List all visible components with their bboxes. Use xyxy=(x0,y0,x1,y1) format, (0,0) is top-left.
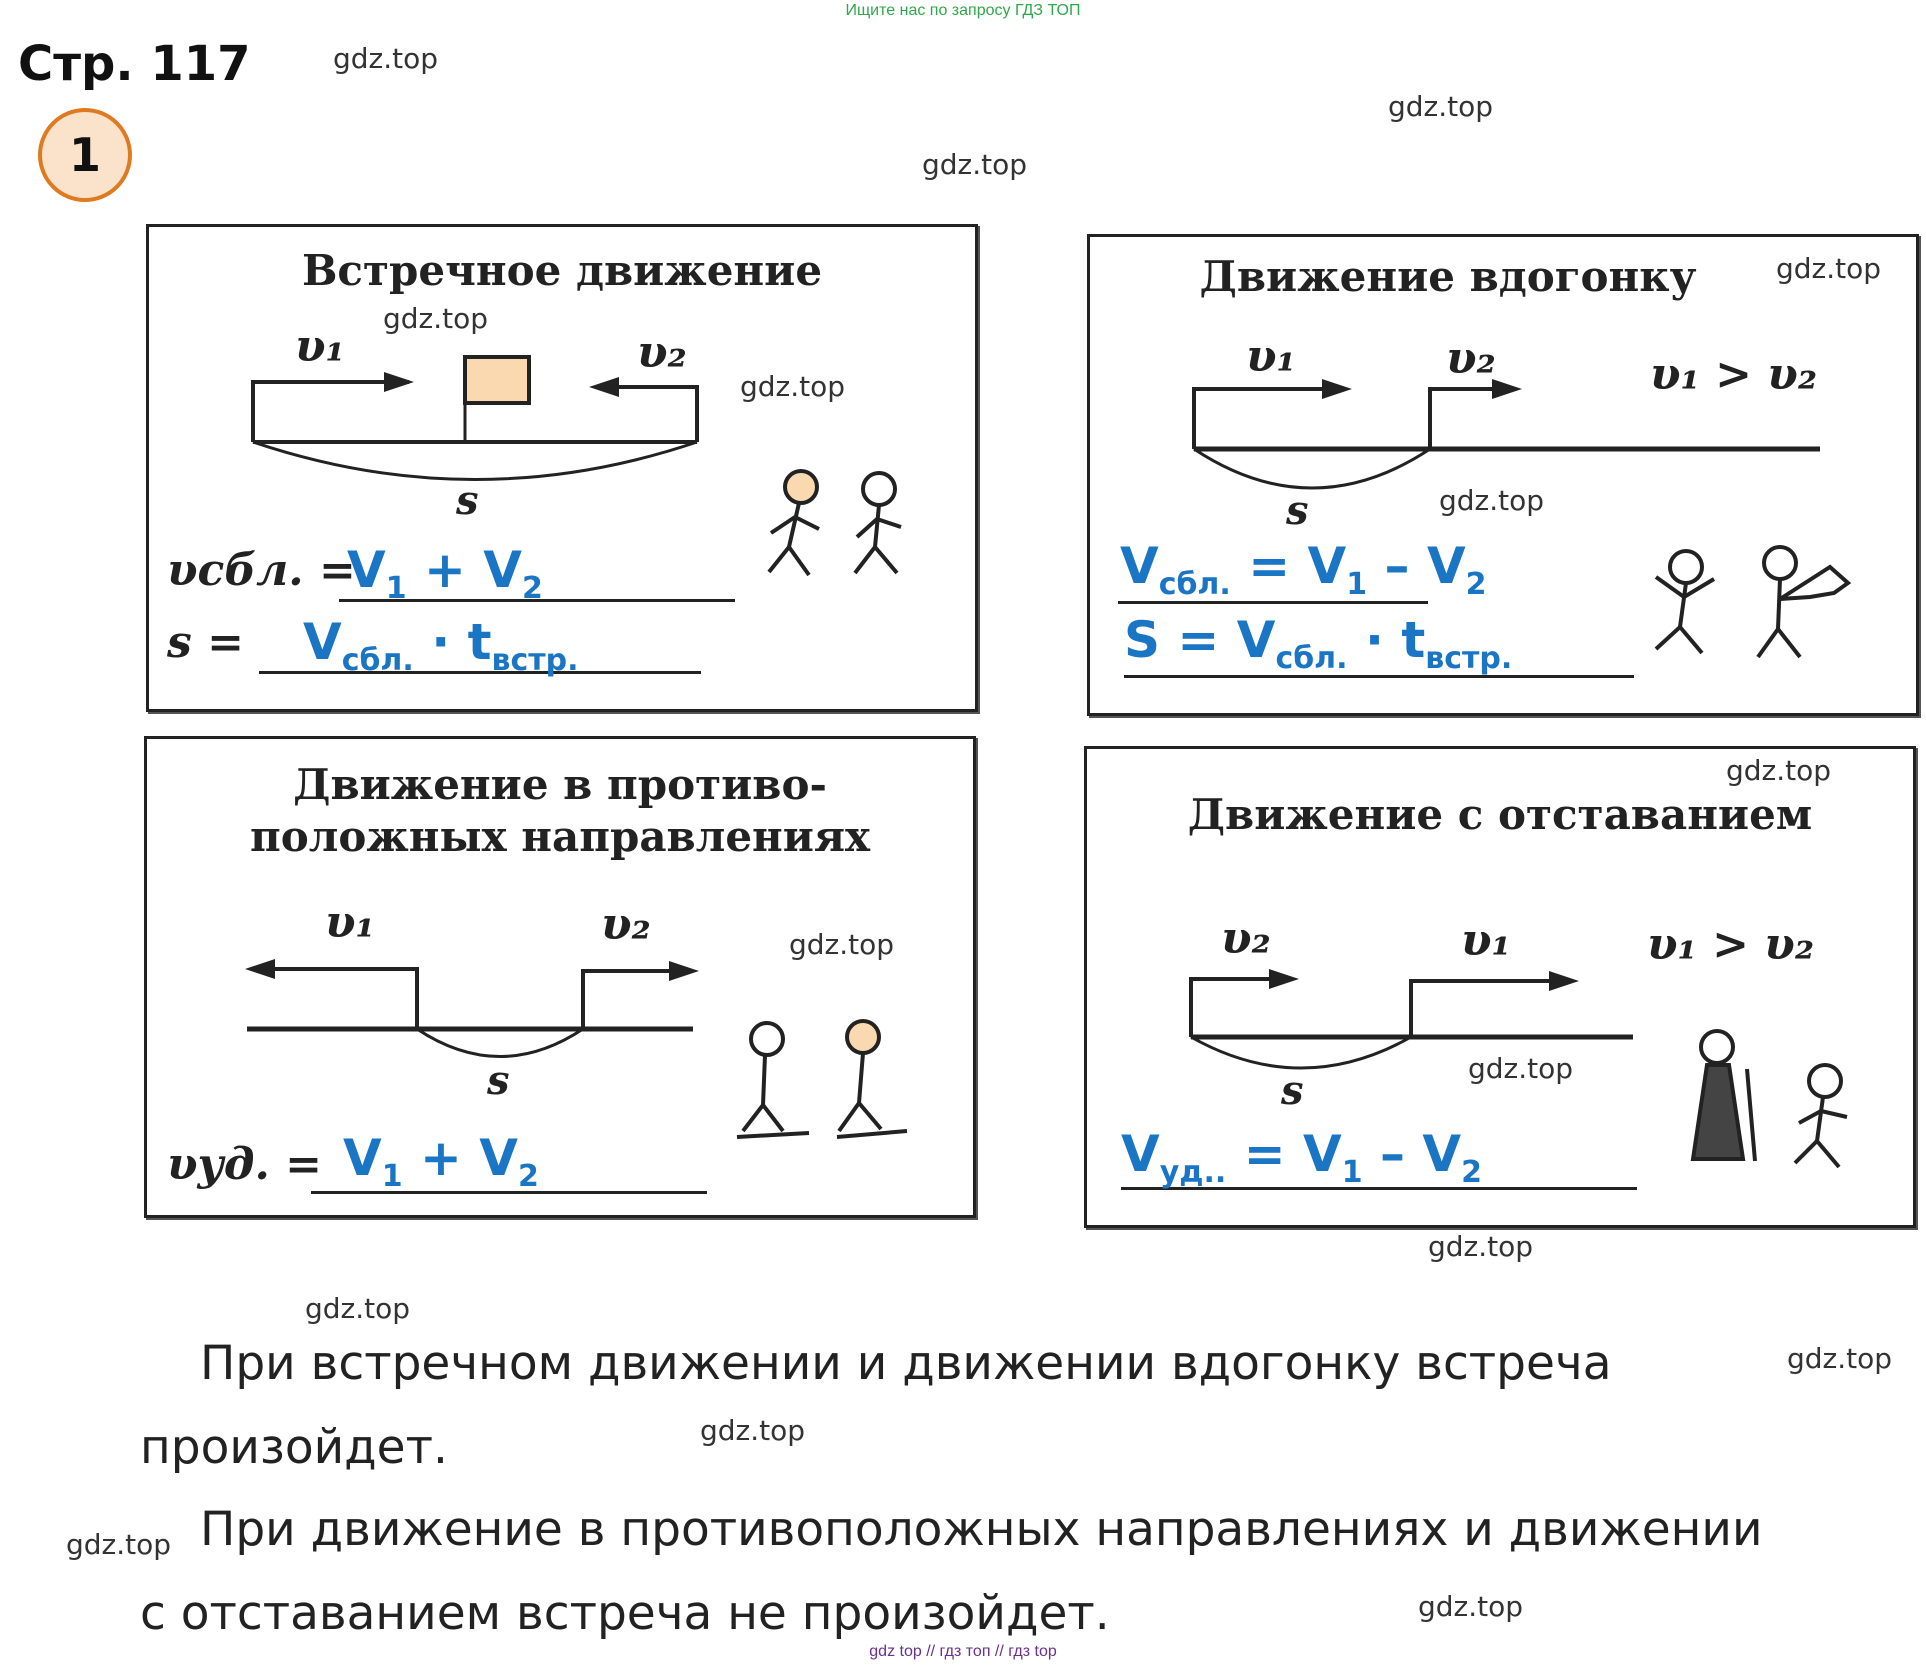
watermark: gdz.top xyxy=(740,370,846,403)
velocity-1-label: υ₁ xyxy=(1246,331,1296,382)
head-on-diagram xyxy=(251,355,902,577)
watermark: gdz.top xyxy=(1726,754,1832,787)
walking-figures-icon xyxy=(1690,1029,1848,1169)
card-title-line2: положных направлениях xyxy=(249,812,871,861)
lag-diagram xyxy=(1189,969,1848,1169)
watermark: gdz.top xyxy=(700,1414,806,1447)
watermark: gdz.top xyxy=(1776,252,1882,285)
card-opposite-motion: Движение в противо- положных направления… xyxy=(144,736,976,1218)
card-chase-motion: Движение вдогонку υ₁ υ₂ υ₁ > υ₂ s Vсбл. … xyxy=(1087,234,1919,716)
approach-speed-answer: V1 + V2 xyxy=(347,541,543,606)
watermark: gdz.top xyxy=(1388,90,1494,123)
watermark: gdz.top xyxy=(66,1528,172,1561)
separation-speed-answer: Vуд.. = V1 – V2 xyxy=(1121,1125,1482,1190)
approach-speed-label: υсбл. = xyxy=(167,545,356,596)
card-head-on-motion: Встречное движение υ₁ υ₂ s υсбл. = s = V… xyxy=(146,224,978,712)
answer-line-3: При движение в противоположных направлен… xyxy=(200,1502,1763,1557)
distance-label: s xyxy=(1286,487,1309,534)
answer-line xyxy=(1121,1187,1637,1190)
velocity-2-label: υ₂ xyxy=(601,899,651,950)
separation-speed-label: υуд. = xyxy=(167,1139,322,1190)
separation-speed-answer: V1 + V2 xyxy=(343,1129,539,1194)
distance-answer: Vсбл. · tвстр. xyxy=(303,613,579,678)
running-figures-icon xyxy=(1654,545,1852,659)
skiing-figures-icon xyxy=(736,1019,908,1139)
opposite-diagram xyxy=(245,959,908,1139)
velocity-2-label: υ₂ xyxy=(1221,913,1271,964)
answer-line-1: При встречном движении и движении вдогон… xyxy=(200,1336,1612,1391)
answer-line xyxy=(259,671,701,674)
answer-line-4: с отставанием встреча не произойдет. xyxy=(140,1586,1110,1641)
footer-credit[interactable]: gdz top // гдз топ // гдз top xyxy=(869,1643,1057,1660)
answer-line xyxy=(1124,675,1634,678)
page-number: Стр. 117 xyxy=(18,36,251,92)
approach-speed-answer: Vсбл. = V1 – V2 xyxy=(1120,537,1487,602)
card-title-line1: Движение в противо- xyxy=(293,760,827,809)
chase-diagram xyxy=(1192,379,1852,659)
speed-condition: υ₁ > υ₂ xyxy=(1650,349,1818,400)
distance-formula-label: s = xyxy=(167,617,244,668)
walking-figures-icon xyxy=(767,469,902,577)
answer-line xyxy=(339,599,735,602)
card-lag-motion: Движение с отставанием υ₂ υ₁ υ₁ > υ₂ s V… xyxy=(1084,746,1916,1228)
search-banner[interactable]: Ищите нас по запросу ГДЗ ТОП xyxy=(845,2,1081,19)
watermark: gdz.top xyxy=(305,1292,411,1325)
velocity-2-label: υ₂ xyxy=(1446,333,1496,384)
watermark: gdz.top xyxy=(333,42,439,75)
card-title: Движение с отставанием xyxy=(1187,790,1813,839)
card-title: Встречное движение xyxy=(301,246,823,295)
watermark: gdz.top xyxy=(1439,484,1545,517)
speed-condition: υ₁ > υ₂ xyxy=(1647,919,1815,970)
watermark: gdz.top xyxy=(383,302,489,335)
velocity-1-label: υ₁ xyxy=(325,897,375,948)
distance-label: s xyxy=(487,1057,510,1104)
distance-label: s xyxy=(456,477,479,524)
watermark: gdz.top xyxy=(1428,1230,1534,1263)
watermark: gdz.top xyxy=(922,148,1028,181)
watermark: gdz.top xyxy=(1418,1590,1524,1623)
watermark: gdz.top xyxy=(789,928,895,961)
card-title: Движение вдогонку xyxy=(1199,252,1697,301)
task-number-badge: 1 xyxy=(38,108,132,202)
velocity-1-label: υ₁ xyxy=(1461,915,1511,966)
velocity-2-label: υ₂ xyxy=(637,327,687,378)
answer-line xyxy=(1118,601,1428,604)
answer-line-2: произойдет. xyxy=(140,1420,448,1475)
velocity-1-label: υ₁ xyxy=(295,321,345,372)
answer-line xyxy=(311,1191,707,1194)
watermark: gdz.top xyxy=(1468,1052,1574,1085)
distance-label: s xyxy=(1281,1067,1304,1114)
watermark: gdz.top xyxy=(1787,1342,1893,1375)
distance-answer: S = Vсбл. · tвстр. xyxy=(1124,611,1513,676)
